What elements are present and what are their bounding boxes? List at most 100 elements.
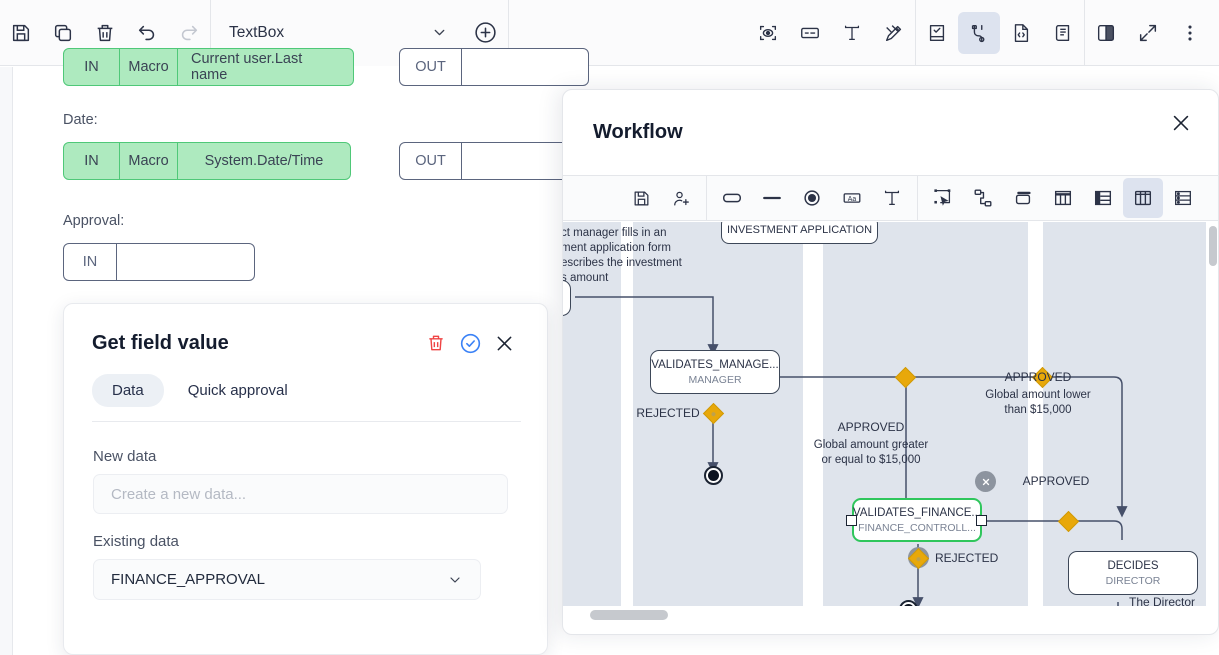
delete-icon[interactable] xyxy=(419,326,453,360)
form-row-0-out[interactable]: OUT xyxy=(399,48,589,86)
save-icon[interactable] xyxy=(621,178,661,218)
node-title-3: DECIDES xyxy=(1107,559,1159,572)
code-icon[interactable] xyxy=(1000,12,1042,54)
out-label-1: OUT xyxy=(400,143,462,179)
form-row-1-out[interactable]: OUT xyxy=(399,142,589,180)
container-icon[interactable] xyxy=(1003,178,1043,218)
split-view-icon[interactable] xyxy=(1083,178,1123,218)
gfv-body: New data Create a new data... Existing d… xyxy=(64,422,547,600)
add-component-button[interactable] xyxy=(462,0,508,66)
gfv-tabs: Data Quick approval xyxy=(92,374,521,407)
close-icon[interactable] xyxy=(1164,106,1198,140)
existing-data-label: Existing data xyxy=(93,533,179,550)
node-decides[interactable]: DECIDES DIRECTOR xyxy=(1068,551,1198,595)
form-row-2-label: Approval: xyxy=(63,213,125,229)
script-icon[interactable] xyxy=(1042,12,1084,54)
swimlane-icon[interactable] xyxy=(1123,178,1163,218)
circle-icon[interactable] xyxy=(792,178,832,218)
chip-type-label-1: Macro xyxy=(120,143,178,179)
node-role: MANAGER xyxy=(688,373,742,386)
delete-icon[interactable] xyxy=(84,12,126,54)
connector-icon[interactable] xyxy=(963,178,1003,218)
start-node[interactable] xyxy=(563,280,571,316)
get-field-value-panel: Get field value Dat xyxy=(63,303,548,655)
new-data-label: New data xyxy=(93,448,157,465)
label-the-director: The Director xyxy=(1129,595,1196,609)
form-row-0-in-chip[interactable]: IN Macro Current user.Last name xyxy=(63,48,354,86)
tab-data[interactable]: Data xyxy=(92,374,164,407)
workflow-header: Workflow xyxy=(563,90,1218,175)
list-icon[interactable] xyxy=(1163,178,1203,218)
redo-icon[interactable] xyxy=(168,12,210,54)
workflow-modal: Workflow xyxy=(562,89,1219,635)
existing-data-select[interactable]: FINANCE_APPROVAL xyxy=(93,559,481,600)
style-icon[interactable] xyxy=(873,12,915,54)
chip-in-label-2: IN xyxy=(64,244,117,280)
chevron-down-icon xyxy=(431,24,448,41)
copy-icon[interactable] xyxy=(42,12,84,54)
node-role-2: FINANCE_CONTROLL... xyxy=(858,521,976,534)
chip-value-label-1: System.Date/Time xyxy=(204,153,324,169)
vertical-scrollbar-thumb[interactable] xyxy=(1209,226,1217,266)
chevron-down-icon xyxy=(447,572,463,588)
tab-quick-approval[interactable]: Quick approval xyxy=(187,382,288,399)
workflow-toolbar-divider-1 xyxy=(706,175,707,221)
chip-value-label-2[interactable] xyxy=(117,244,254,280)
node-remove-badge[interactable] xyxy=(975,471,996,492)
end-node-1[interactable] xyxy=(704,466,723,485)
fullscreen-icon[interactable] xyxy=(1127,12,1169,54)
label-approved-greater: APPROVED xyxy=(837,420,905,434)
toolbar-right-group xyxy=(747,0,1219,66)
rounded-rect-icon[interactable] xyxy=(712,178,752,218)
out-value-0[interactable] xyxy=(462,49,588,85)
gfv-header: Get field value Dat xyxy=(64,304,547,422)
node-title-2: VALIDATES_FINANCE... xyxy=(852,506,982,519)
toolbar-divider-3 xyxy=(915,0,916,66)
toolbar-divider-4 xyxy=(1084,0,1085,66)
horizontal-scrollbar-track[interactable] xyxy=(563,606,1218,624)
resize-handle-right[interactable] xyxy=(976,515,987,526)
save-icon[interactable] xyxy=(0,12,42,54)
form-row-1-in-chip[interactable]: IN Macro System.Date/Time xyxy=(63,142,351,180)
text-icon[interactable] xyxy=(831,12,873,54)
investment-application-node[interactable]: INVESTMENT APPLICATION xyxy=(721,222,878,244)
chip-in-label: IN xyxy=(64,49,120,85)
vertical-scrollbar-track[interactable] xyxy=(1206,222,1218,618)
label-approved-mid: APPROVED xyxy=(1022,474,1090,488)
more-icon[interactable] xyxy=(1169,12,1211,54)
resize-handle-left[interactable] xyxy=(846,515,857,526)
chip-value-label: Current user.Last name xyxy=(191,51,303,83)
chip-in-label-1: IN xyxy=(64,143,120,179)
theme-icon[interactable] xyxy=(1085,12,1127,54)
horizontal-scrollbar-thumb[interactable] xyxy=(590,610,668,620)
new-data-input[interactable]: Create a new data... xyxy=(93,474,508,514)
diagram-connectors xyxy=(575,296,1128,618)
existing-data-value: FINANCE_APPROVAL xyxy=(111,571,265,588)
workflow-icon[interactable] xyxy=(958,11,1000,54)
label-rejected-finance: REJECTED xyxy=(935,551,999,565)
svg-text:Aa: Aa xyxy=(848,196,857,203)
investment-application-label: INVESTMENT APPLICATION xyxy=(726,224,873,236)
close-icon[interactable] xyxy=(487,326,521,360)
columns-icon[interactable] xyxy=(1043,178,1083,218)
preview-icon[interactable] xyxy=(747,12,789,54)
left-rail xyxy=(0,67,13,655)
form-icon[interactable] xyxy=(916,12,958,54)
form-row-2-in-chip[interactable]: IN xyxy=(63,243,255,281)
text-icon[interactable] xyxy=(872,178,912,218)
field-icon[interactable] xyxy=(789,12,831,54)
add-person-icon[interactable] xyxy=(661,178,701,218)
select-icon[interactable] xyxy=(923,178,963,218)
node-validates-manager[interactable]: VALIDATES_MANAGE... MANAGER xyxy=(650,350,780,394)
line-icon[interactable] xyxy=(752,178,792,218)
confirm-icon[interactable] xyxy=(453,326,487,360)
form-row-1-label: Date: xyxy=(63,112,98,128)
undo-icon[interactable] xyxy=(126,12,168,54)
out-label-0: OUT xyxy=(400,49,462,85)
node-validates-finance[interactable]: VALIDATES_FINANCE... FINANCE_CONTROLL... xyxy=(852,498,982,542)
node-role-3: DIRECTOR xyxy=(1105,574,1161,587)
textbox-icon[interactable]: Aa xyxy=(832,178,872,218)
